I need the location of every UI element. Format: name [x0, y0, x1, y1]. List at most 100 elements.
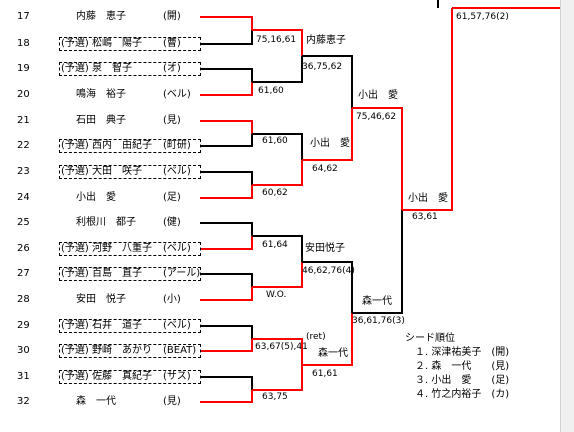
line-r3-d [302, 313, 353, 366]
line-r2-f [252, 262, 303, 288]
qualifier-tag: (予選) [61, 371, 89, 382]
score-r1-m2: 61,60 [258, 86, 284, 96]
player-name: 百島 直子 [92, 268, 142, 279]
player-name: 石田 典子 [76, 115, 126, 126]
seed-list: シード順位 １. 深津祐美子 (開) ２. 森 一代 (見) ３. 小出 愛 (… [405, 332, 509, 402]
line-p18 [200, 30, 253, 45]
score-r1-m3: 61,60 [262, 136, 288, 146]
seed-item-1: １. 深津祐美子 (開) [415, 347, 510, 358]
line-sf [402, 8, 453, 211]
player-club: (足) [163, 192, 181, 203]
seed-item-4: ４. 竹之内裕子 (カ) [415, 389, 510, 400]
winner-r2-m1: 内藤恵子 [306, 35, 346, 46]
player-name: 大田 咲子 [92, 166, 142, 177]
player-number: 21 [17, 115, 30, 126]
qualifier-tag: (予選) [61, 140, 89, 151]
player-name: 河野 八重子 [92, 243, 152, 254]
score-r1-m5: 61,64 [262, 240, 288, 250]
player-club: (小) [163, 294, 181, 305]
qualifier-box [59, 62, 201, 76]
player-name: 安田 悦子 [76, 294, 126, 305]
player-club: (見) [163, 396, 181, 407]
player-club: (BEAT) [163, 345, 197, 356]
line-r2-c [252, 133, 303, 160]
line-r4-a [352, 107, 403, 210]
score-r3-m1: 75,46,62 [356, 112, 397, 122]
player-name: 石井 道子 [92, 320, 142, 331]
line-r3-a [302, 55, 353, 108]
winner-r3-m2: 森一代 [362, 296, 392, 307]
line-r2-a [252, 29, 303, 56]
line-p29 [200, 325, 253, 339]
qualifier-tag: (予選) [61, 38, 89, 49]
qualifier-box [59, 242, 201, 256]
score-r3-m2: 36,61,76(3) [352, 316, 405, 326]
score-final: 61,57,76(2) [456, 12, 509, 22]
player-name: 松嶋 陽子 [92, 38, 142, 49]
score-r1-m8: 63,75 [262, 392, 288, 402]
player-club: (アール) [163, 268, 201, 279]
line-p25 [200, 222, 253, 236]
seed-title: シード順位 [405, 333, 455, 344]
player-club: (健) [163, 217, 181, 228]
round3-lines [302, 55, 353, 366]
qualifier-box [59, 319, 201, 333]
qualifier-tag: (予選) [61, 268, 89, 279]
player-number: 17 [17, 11, 30, 22]
score-r2-m1: 36,75,62 [302, 62, 343, 72]
player-name: 泉 智子 [92, 63, 132, 74]
line-r2-h [252, 365, 303, 391]
seed-item-3: ３. 小出 愛 (足) [415, 375, 510, 386]
player-number: 22 [17, 140, 30, 151]
vertical-scrollbar[interactable] [560, 0, 574, 432]
qualifier-box [59, 139, 201, 153]
score-r2-m4: 61,61 [312, 369, 338, 379]
player-number: 19 [17, 63, 30, 74]
qualifier-box [59, 344, 201, 358]
qualifier-tag: (予選) [61, 166, 89, 177]
score-r2-m2: 64,62 [312, 164, 338, 174]
player-club: (ベル) [163, 166, 191, 177]
player-name: 利根川 都子 [76, 217, 136, 228]
player-club: (サス) [163, 371, 191, 382]
score-r2-m3: 46,62,76(4) [302, 266, 355, 276]
player-number: 32 [17, 396, 30, 407]
semifinal-lines [402, 0, 560, 211]
player-number: 27 [17, 268, 30, 279]
player-name: 野崎 あかり [92, 345, 152, 356]
winner-r2-m2: 小出 愛 [310, 138, 350, 149]
score-r4-m1: 63,61 [412, 212, 438, 222]
player-number: 31 [17, 371, 30, 382]
player-number: 29 [17, 320, 30, 331]
line-r3-b [302, 108, 353, 161]
line-p22 [200, 134, 253, 147]
line-p27 [200, 273, 253, 287]
seed-item-2: ２. 森 一代 (見) [415, 361, 510, 372]
line-r2-d [252, 160, 303, 186]
qualifier-tag: (予選) [61, 63, 89, 74]
player-name: 鳴海 裕子 [76, 89, 126, 100]
line-p23 [200, 171, 253, 185]
score-r1-m7: 63,67(5),41 [255, 342, 308, 352]
line-r3-c [302, 261, 353, 313]
line-p26 [200, 236, 253, 250]
player-number: 23 [17, 166, 30, 177]
line-p17 [200, 16, 253, 30]
player-club: (開) [163, 11, 181, 22]
tournament-bracket [200, 0, 560, 403]
qualifier-box [59, 37, 201, 51]
line-p32 [200, 390, 253, 403]
line-r2-e [252, 235, 303, 262]
player-name: 内藤 恵子 [76, 11, 126, 22]
line-r4-b [352, 210, 403, 314]
line-p31 [200, 376, 253, 390]
player-number: 28 [17, 294, 30, 305]
winner-r2-m4: 森一代 [318, 348, 348, 359]
player-number: 30 [17, 345, 30, 356]
winner-r3-m1: 小出 愛 [358, 90, 398, 101]
winner-r2-m3: 安田悦子 [305, 243, 345, 254]
line-p19 [200, 68, 253, 82]
player-number: 24 [17, 192, 30, 203]
score-r1-m1: 75,16,61 [256, 35, 297, 45]
line-p28 [200, 287, 253, 301]
